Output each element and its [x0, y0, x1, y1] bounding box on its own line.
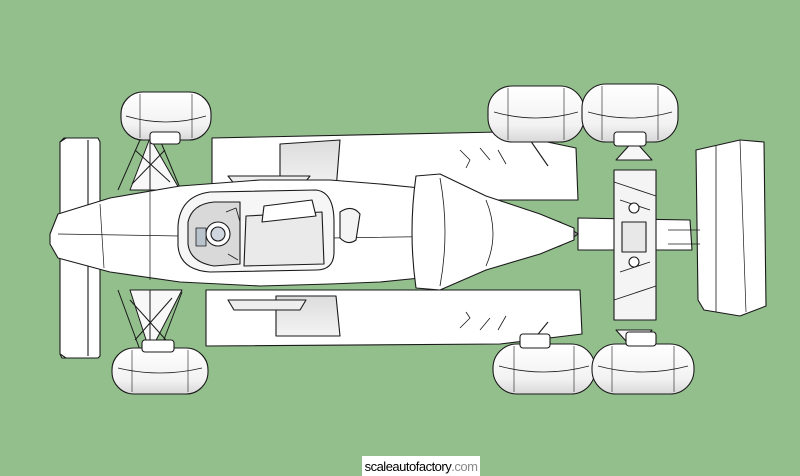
front-right-tyre — [111, 339, 209, 395]
rear-left-outer-tyre — [581, 83, 679, 147]
site-watermark: scaleautofactory.com — [362, 456, 480, 476]
rear-wing — [668, 139, 767, 317]
rear-left-inner-tyre — [487, 85, 585, 143]
front-left-tyre — [120, 91, 212, 145]
rear-suspension — [529, 139, 693, 351]
watermark-domain-name: scaleautofactory — [364, 458, 452, 474]
watermark-domain-tld: .com — [451, 458, 478, 474]
engine-cover — [339, 173, 575, 291]
rear-right-inner-tyre — [492, 333, 596, 395]
cockpit — [177, 189, 335, 273]
rear-right-outer-tyre — [591, 331, 695, 395]
front-suspension — [117, 137, 183, 353]
